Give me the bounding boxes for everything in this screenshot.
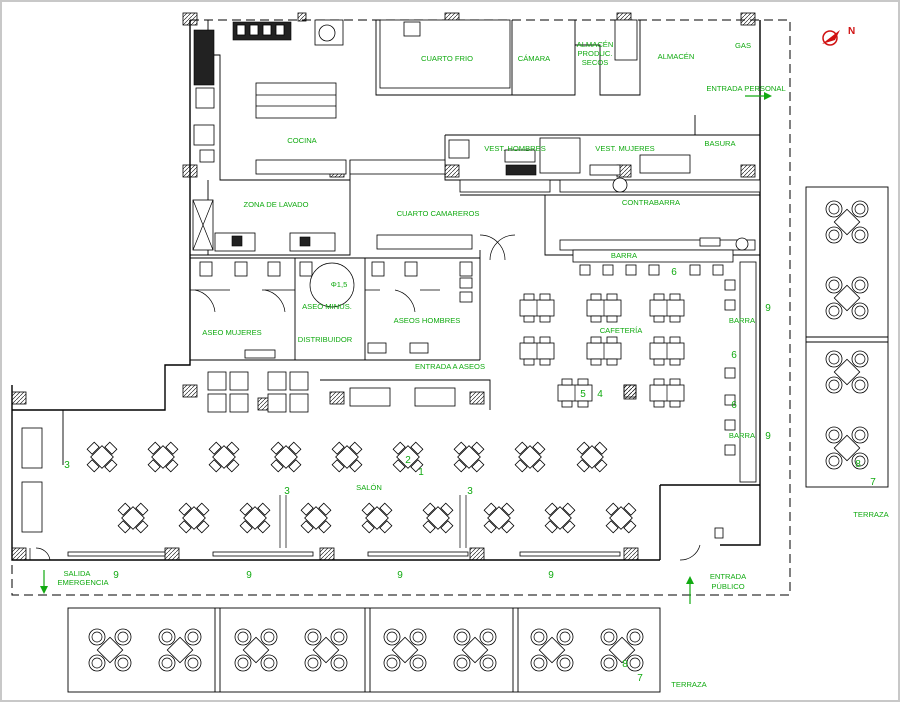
label-cuarto-camareros: CUARTO CAMAREROS (397, 209, 480, 218)
label-almacen-prod-3: SECOS (582, 58, 609, 67)
count-cafe-a: 5 (580, 389, 586, 400)
label-salon: SALÓN (356, 483, 382, 492)
terraza-right-tables (825, 200, 869, 470)
label-gas: GAS (735, 41, 751, 50)
terraza-right (805, 186, 889, 488)
count-bottom-9b: 9 (246, 570, 252, 581)
label-aseos-hombres: ASEOS HOMBRES (394, 316, 461, 325)
label-almacen-prod-2: PRODUC. (577, 49, 612, 58)
label-zona-lavado: ZONA DE LAVADO (243, 200, 308, 209)
count-terraza-r-8: 8 (855, 459, 861, 470)
count-barra-right-top: 9 (765, 303, 771, 314)
count-terraza-b-8: 8 (622, 659, 628, 670)
count-salon-3b: 3 (467, 486, 473, 497)
room-labels: CUARTO FRIO CÁMARA ALMACÉN PRODUC. SECOS… (57, 40, 889, 689)
count-bottom-9c: 9 (397, 570, 403, 581)
service-rooms-detail (448, 137, 761, 251)
label-terraza-right: TERRAZA (853, 510, 889, 519)
label-aseo-mujeres: ASEO MUJERES (202, 328, 262, 337)
label-cuarto-frio: CUARTO FRIO (421, 54, 473, 63)
label-entrada-personal: ENTRADA PERSONAL (706, 84, 785, 93)
cafeteria-tables (207, 293, 685, 413)
toilets (190, 234, 516, 359)
capacity-numbers: 6 9 6 6 9 5 4 2 1 3 3 3 9 9 9 9 8 7 8 7 (64, 267, 876, 684)
label-barra-right-2: BARRA (729, 431, 756, 440)
count-left-3: 3 (64, 460, 70, 471)
count-bottom-9d: 9 (548, 570, 554, 581)
label-salida-1: SALIDA (63, 569, 91, 578)
label-camara: CÁMARA (518, 54, 551, 63)
entrance-arrows (40, 92, 772, 604)
label-salida-2: EMERGENCIA (57, 578, 109, 587)
count-bottom-9a: 9 (113, 570, 119, 581)
label-contrabarra: CONTRABARRA (622, 198, 681, 207)
salon-tables (86, 441, 637, 534)
count-barra-right-c: 9 (765, 431, 771, 442)
label-almacen: ALMACÉN (658, 52, 695, 61)
count-barra-right-a: 6 (731, 350, 737, 361)
label-cocina: COCINA (287, 136, 317, 145)
terraza-bottom (67, 607, 661, 693)
left-furniture (21, 427, 701, 561)
count-barra-stools: 6 (671, 267, 677, 278)
label-entrada-1: ENTRADA (710, 572, 747, 581)
count-terraza-b-7: 7 (637, 673, 643, 684)
label-distribuidor: DISTRIBUIDOR (298, 335, 353, 344)
terraza-bottom-tables (88, 628, 644, 672)
label-terraza-bottom: TERRAZA (671, 680, 707, 689)
count-salon-b: 1 (418, 467, 424, 478)
label-entrada-aseos: ENTRADA A ASEOS (415, 362, 485, 371)
windows (67, 551, 621, 557)
label-cafeteria: CAFETERÍA (600, 326, 644, 335)
label-almacen-prod-1: ALMACÉN (577, 40, 614, 49)
label-basura: BASURA (704, 139, 736, 148)
barra-furniture (572, 249, 757, 539)
north-label: N (848, 26, 855, 37)
count-barra-right-b: 6 (731, 400, 737, 411)
count-salon-3a: 3 (284, 486, 290, 497)
count-cafe-b: 4 (597, 389, 603, 400)
structural-columns (11, 12, 756, 561)
kitchen-equipment (192, 19, 638, 252)
count-salon-a: 2 (405, 455, 411, 466)
north-arrow-icon: N (822, 26, 855, 46)
label-diametro: Φ1,5 (331, 280, 348, 289)
label-entrada-2: PÚBLICO (711, 582, 744, 591)
count-terraza-r-7: 7 (870, 477, 876, 488)
label-vest-mujeres: VEST. MUJERES (595, 144, 655, 153)
label-barra: BARRA (611, 251, 638, 260)
label-vest-hombres: VEST. HOMBRES (484, 144, 546, 153)
label-barra-right-1: BARRA (729, 316, 756, 325)
label-aseo-minus: ASEO MINUS. (302, 302, 352, 311)
